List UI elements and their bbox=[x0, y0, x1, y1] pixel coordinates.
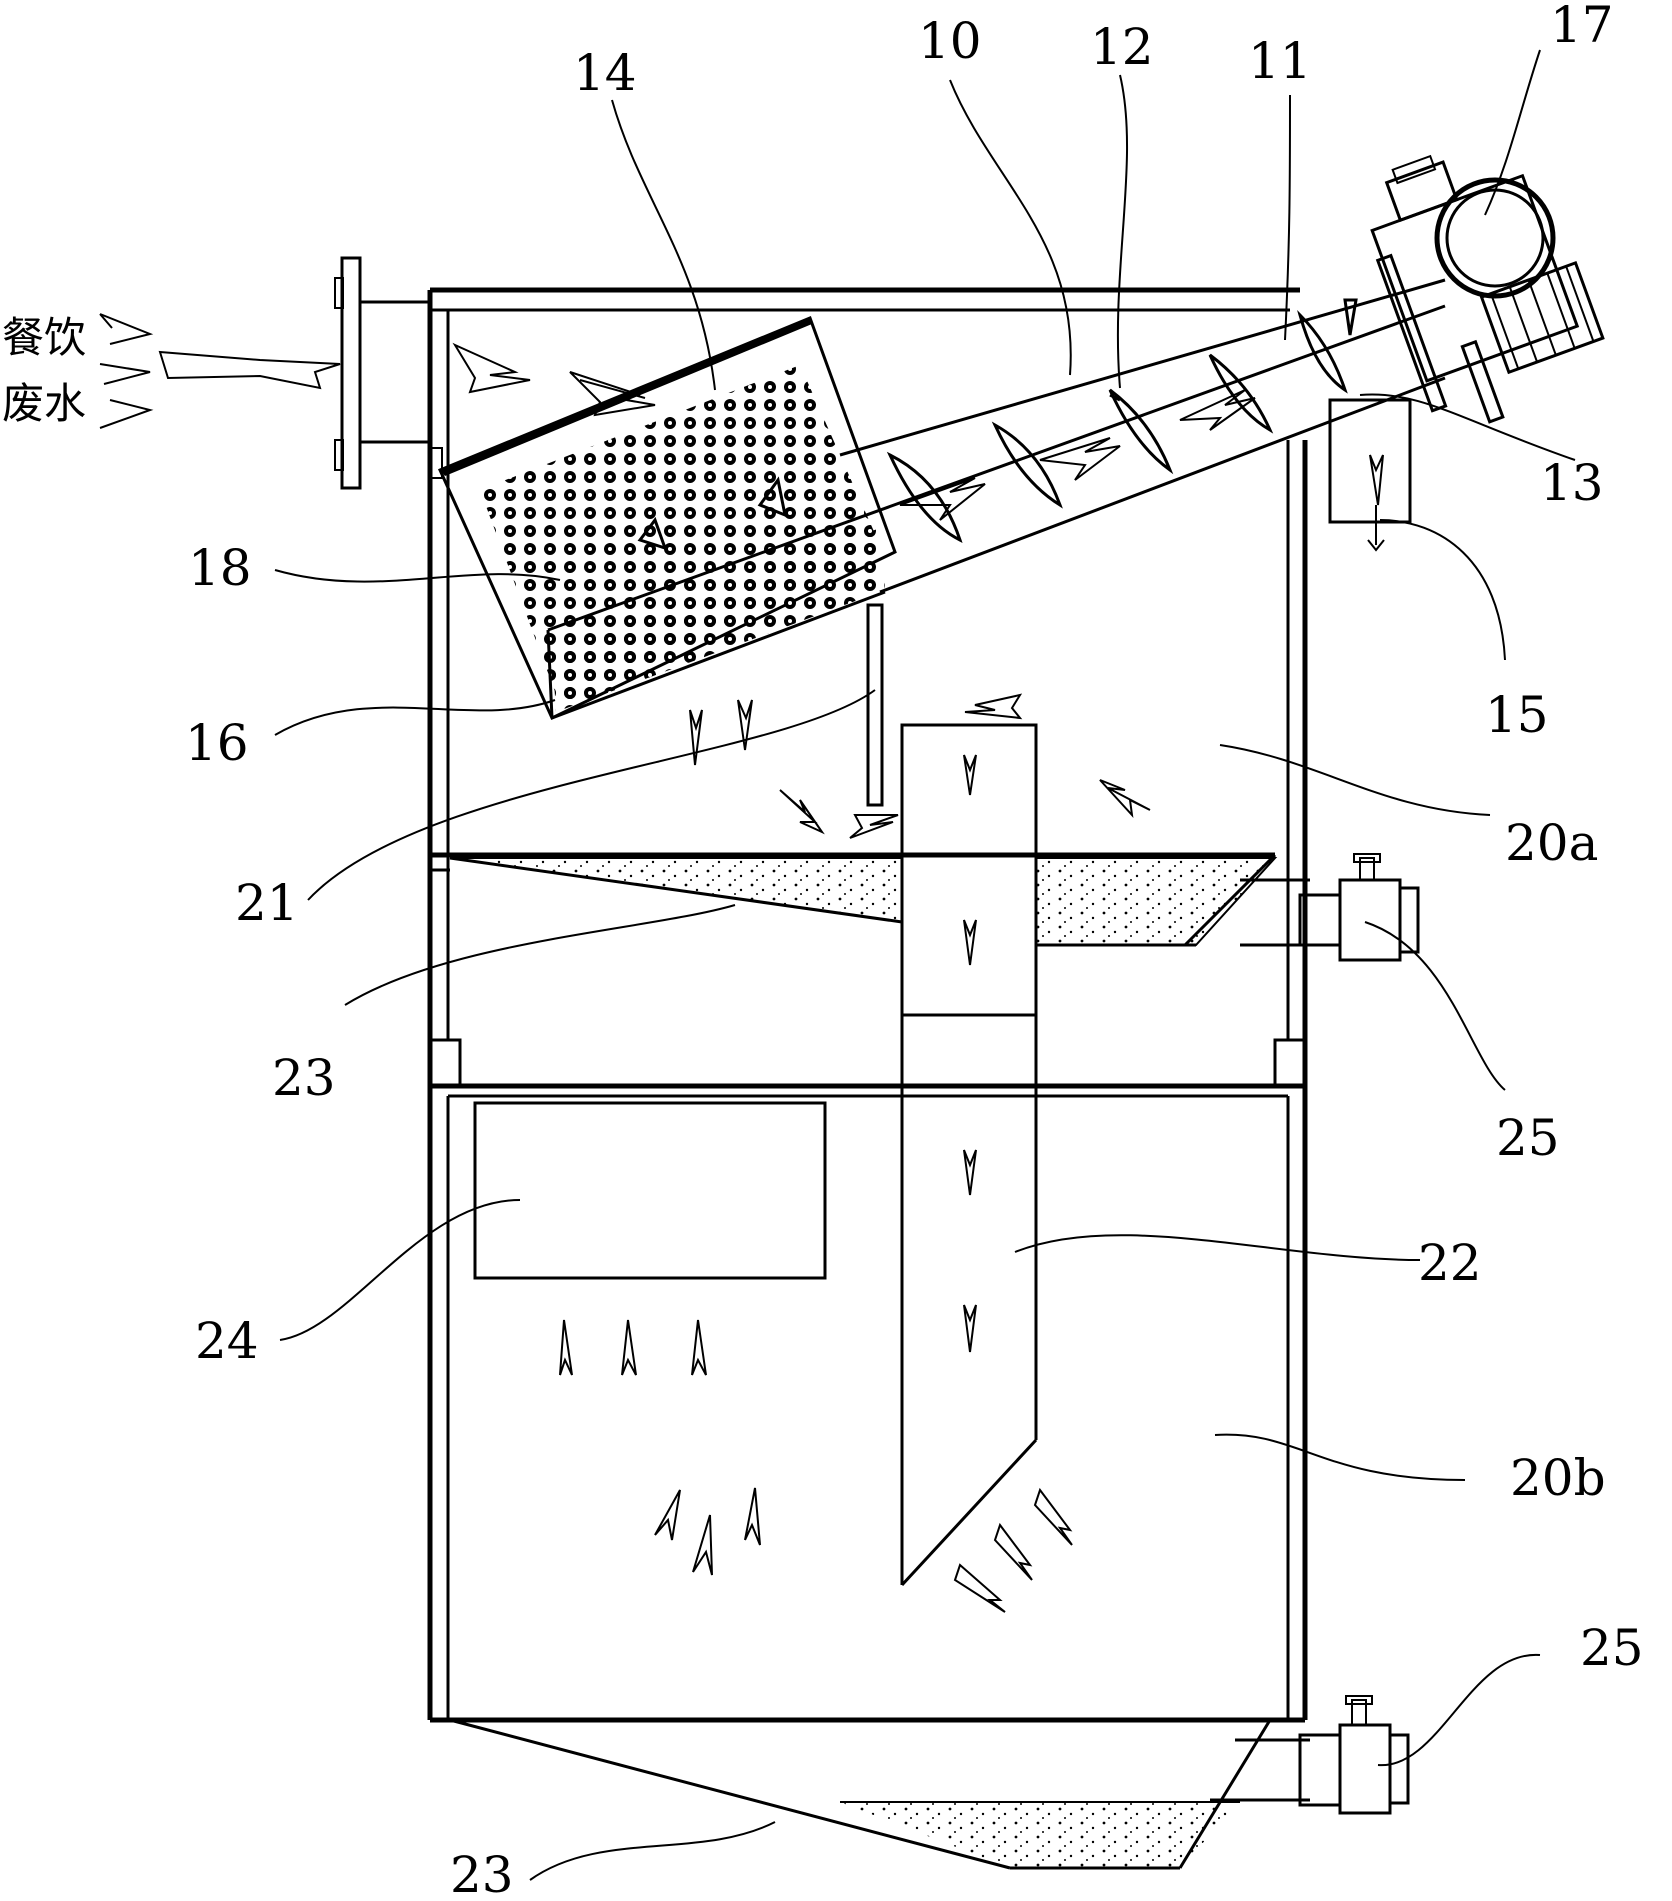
part-labels: 14 10 12 11 17 13 15 18 16 20a 21 23 25 … bbox=[185, 0, 1644, 1901]
label-22: 22 bbox=[1418, 1234, 1482, 1292]
label-23-upper: 23 bbox=[272, 1049, 336, 1107]
label-25-lower: 25 bbox=[1580, 1619, 1644, 1677]
valve-25-upper bbox=[1298, 853, 1420, 962]
baffle-21 bbox=[866, 603, 884, 807]
sludge-hopper-lower bbox=[449, 1718, 1310, 1870]
motor-17 bbox=[1370, 154, 1605, 424]
valve-25-lower bbox=[1298, 1695, 1410, 1815]
label-14: 14 bbox=[573, 44, 637, 102]
label-25-upper: 25 bbox=[1496, 1109, 1560, 1167]
label-20a: 20a bbox=[1505, 814, 1598, 872]
lower-tank-20b bbox=[427, 1083, 1308, 1723]
filter-24 bbox=[473, 1101, 827, 1280]
label-16: 16 bbox=[185, 714, 249, 772]
label-12: 12 bbox=[1090, 18, 1154, 76]
label-15: 15 bbox=[1485, 686, 1549, 744]
label-10: 10 bbox=[918, 12, 982, 70]
label-24: 24 bbox=[195, 1312, 259, 1370]
label-13: 13 bbox=[1540, 454, 1604, 512]
label-21: 21 bbox=[235, 874, 299, 932]
label-17: 17 bbox=[1550, 0, 1614, 54]
inflow-arrows bbox=[99, 313, 341, 429]
upper-tank-20a bbox=[427, 287, 1308, 1088]
screw-conveyor-10 bbox=[546, 278, 1446, 720]
discharge-chute-15 bbox=[1328, 398, 1412, 552]
flow-arrows bbox=[452, 342, 1151, 1613]
inflow-label-line2: 废水 bbox=[2, 379, 86, 428]
inflow-label: 餐饮 废水 bbox=[2, 313, 86, 428]
label-11: 11 bbox=[1248, 32, 1312, 90]
label-23-lower: 23 bbox=[450, 1846, 514, 1896]
label-18: 18 bbox=[188, 539, 252, 597]
sludge-tray-upper bbox=[430, 852, 1310, 947]
label-20b: 20b bbox=[1510, 1449, 1606, 1507]
leader-lines bbox=[274, 49, 1576, 1881]
inlet-pipe bbox=[334, 256, 430, 490]
inflow-label-line1: 餐饮 bbox=[2, 313, 86, 362]
